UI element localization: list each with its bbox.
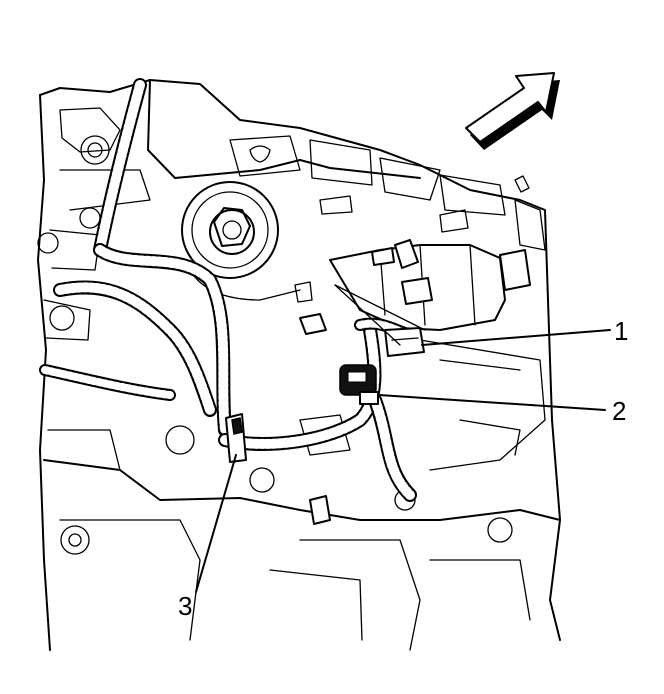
leader-line-1: [421, 329, 611, 346]
retainer-clips: [294, 281, 331, 525]
harness-clip-3: [225, 413, 247, 463]
direction-arrow-icon: [465, 72, 560, 150]
pulley-assembly: [181, 181, 301, 301]
starter-motor: [329, 239, 546, 471]
callout-label-2: 2: [612, 396, 626, 426]
callout-label-3: 3: [178, 591, 192, 621]
leader-line-2: [379, 394, 606, 411]
callout-label-1: 1: [614, 316, 628, 346]
starter-connector-1: [384, 327, 425, 357]
leader-line-3: [195, 454, 237, 593]
electrical-connector-2: [339, 364, 379, 405]
wiring-harness: [39, 78, 417, 502]
callout-leaders: [195, 284, 611, 593]
lower-block: [43, 414, 561, 651]
